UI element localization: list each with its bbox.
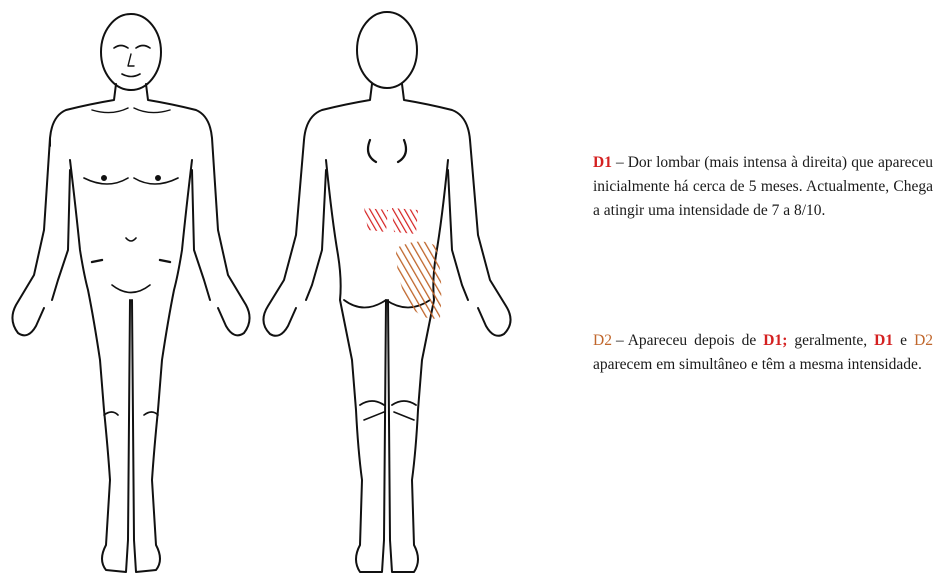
legend-d2-ref-d2: D2 (914, 332, 933, 349)
legend-d1-text: Dor lombar (mais intensa à direita) que … (593, 154, 933, 219)
legend-d2-text-3: e (900, 332, 907, 349)
pain-area-d1-left (364, 208, 388, 232)
legend-d2-separator: – (616, 332, 624, 349)
legend-d2: D2–Apareceu depois de D1; geralmente, D1… (593, 329, 933, 377)
back-head (357, 12, 417, 88)
legend-d1-separator: – (616, 154, 624, 171)
legend-d2-text-1: Apareceu depois de (628, 332, 757, 349)
legend-d2-text-4: aparecem em simultâneo e têm a mesma int… (593, 356, 922, 373)
back-body-outline (263, 12, 510, 572)
legend-d1: D1–Dor lombar (mais intensa à direita) q… (593, 151, 933, 223)
front-head (101, 14, 161, 90)
front-body-outline (12, 14, 249, 572)
legend-d1-code: D1 (593, 154, 612, 171)
legend-d2-text-2: geralmente, (794, 332, 867, 349)
pain-area-d1-right (392, 208, 418, 234)
legend-d2-ref-d1-a: D1; (763, 332, 787, 349)
legend-d2-ref-d1-b: D1 (874, 332, 893, 349)
body-chart (0, 0, 560, 583)
legend-d2-code: D2 (593, 332, 612, 349)
